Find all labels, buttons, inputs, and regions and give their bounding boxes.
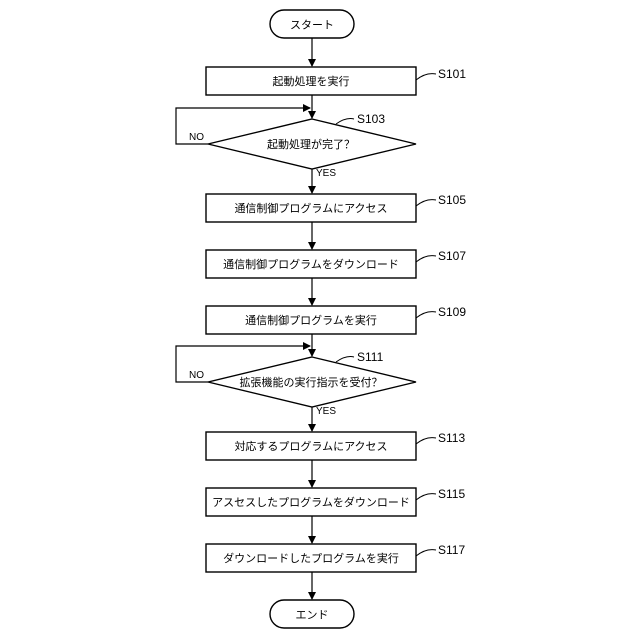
- no-label-s103: NO: [189, 132, 204, 143]
- step-id-s117: S117: [438, 543, 465, 557]
- leader-s117: [416, 550, 436, 556]
- leader-s113: [416, 438, 436, 444]
- no-label-s111: NO: [189, 370, 204, 381]
- leader-s107: [416, 256, 436, 262]
- step-id-s103: S103: [357, 112, 385, 126]
- leader-s101: [416, 74, 436, 80]
- decision-text-s111: 拡張機能の実行指示を受付？: [240, 375, 383, 389]
- leader-s115: [416, 494, 436, 500]
- decision-text-s103: 起動処理が完了？: [267, 137, 355, 151]
- leader-s105: [416, 200, 436, 206]
- leader-s109: [416, 312, 436, 318]
- leader-s103: [336, 119, 354, 124]
- process-text-s117: ダウンロードしたプログラムを実行: [223, 551, 399, 565]
- yes-label-s103: YES: [316, 168, 336, 179]
- start-label: スタート: [290, 19, 334, 32]
- step-id-s101: S101: [438, 67, 466, 81]
- step-id-s113: S113: [438, 431, 465, 445]
- step-id-s111: S111: [357, 350, 384, 364]
- step-id-s107: S107: [438, 249, 466, 263]
- step-id-s115: S115: [438, 487, 465, 501]
- process-text-s109: 通信制御プログラムを実行: [245, 313, 377, 327]
- yes-label-s111: YES: [316, 406, 336, 417]
- process-text-s113: 対応するプログラムにアクセス: [234, 439, 387, 453]
- process-text-s105: 通信制御プログラムにアクセス: [234, 201, 387, 215]
- end-label: エンド: [296, 609, 329, 622]
- step-id-s109: S109: [438, 305, 466, 319]
- process-text-s107: 通信制御プログラムをダウンロード: [223, 257, 399, 271]
- process-text-s115: アスセスしたプログラムをダウンロード: [212, 495, 410, 509]
- process-text-s101: 起動処理を実行: [273, 74, 350, 88]
- leader-s111: [336, 357, 354, 362]
- step-id-s105: S105: [438, 193, 466, 207]
